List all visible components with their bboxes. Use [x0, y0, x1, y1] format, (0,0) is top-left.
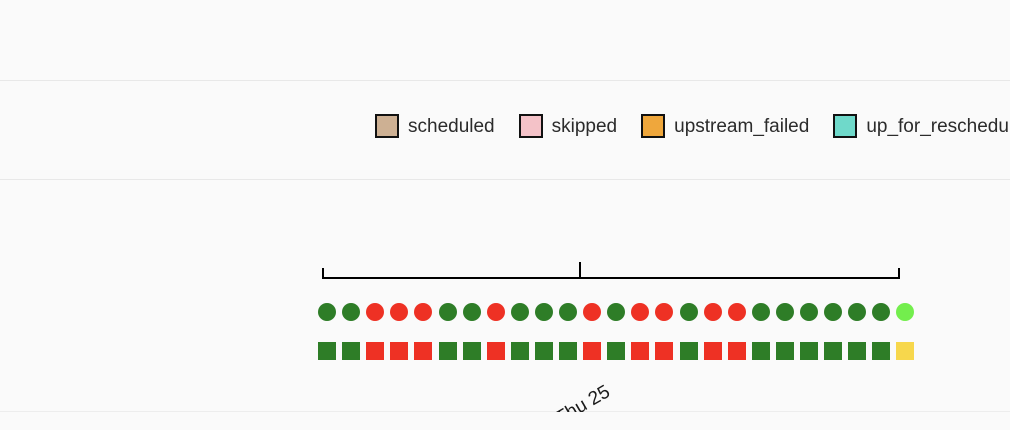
legend-item-skipped[interactable]: skipped: [518, 114, 618, 138]
marker-square-failed[interactable]: [631, 342, 649, 360]
marker-circle-success[interactable]: [559, 303, 577, 321]
marker-circle-success[interactable]: [318, 303, 336, 321]
marker-circle-failed[interactable]: [390, 303, 408, 321]
marker-square-failed[interactable]: [728, 342, 746, 360]
legend-swatch-upstream-failed-icon: [641, 114, 666, 138]
marker-square-success[interactable]: [342, 342, 360, 360]
marker-square-success[interactable]: [824, 342, 842, 360]
marker-square-failed[interactable]: [414, 342, 432, 360]
marker-circle-success[interactable]: [824, 303, 842, 321]
legend-item-upstream-failed[interactable]: upstream_failed: [641, 114, 809, 138]
marker-circle-failed[interactable]: [583, 303, 601, 321]
bottom-strip: [0, 412, 1010, 426]
marker-square-failed[interactable]: [583, 342, 601, 360]
marker-circle-success[interactable]: [342, 303, 360, 321]
marker-square-failed[interactable]: [704, 342, 722, 360]
marker-square-success[interactable]: [872, 342, 890, 360]
marker-circle-failed[interactable]: [631, 303, 649, 321]
marker-square-queued[interactable]: [896, 342, 914, 360]
legend-item-up-for-reschedule[interactable]: up_for_reschedule: [833, 114, 1010, 138]
marker-circle-success[interactable]: [872, 303, 890, 321]
marker-circle-success[interactable]: [680, 303, 698, 321]
legend-item-scheduled[interactable]: scheduled: [375, 114, 495, 138]
marker-square-success[interactable]: [607, 342, 625, 360]
marker-circle-failed[interactable]: [655, 303, 673, 321]
legend-label: skipped: [551, 115, 618, 137]
marker-circle-success[interactable]: [776, 303, 794, 321]
marker-square-failed[interactable]: [390, 342, 408, 360]
legend-panel: scheduled skipped upstream_failed up_for_re…: [0, 81, 1010, 180]
marker-circle-success[interactable]: [607, 303, 625, 321]
marker-square-success[interactable]: [848, 342, 866, 360]
top-toolbar-area: [0, 0, 1010, 81]
marker-circle-failed[interactable]: [414, 303, 432, 321]
legend: scheduled skipped upstream_failed up_for_re…: [375, 114, 1010, 138]
legend-swatch-scheduled-icon: [375, 114, 399, 138]
marker-square-success[interactable]: [752, 342, 770, 360]
marker-square-failed[interactable]: [487, 342, 505, 360]
marker-square-success[interactable]: [680, 342, 698, 360]
marker-circle-success[interactable]: [463, 303, 481, 321]
marker-circle-success[interactable]: [439, 303, 457, 321]
marker-circle-success[interactable]: [511, 303, 529, 321]
marker-circle-success[interactable]: [848, 303, 866, 321]
legend-label: upstream_failed: [674, 115, 810, 137]
marker-square-success[interactable]: [535, 342, 553, 360]
marker-circle-failed[interactable]: [728, 303, 746, 321]
legend-swatch-up-for-reschedule-icon: [833, 114, 858, 138]
marker-circle-success[interactable]: [800, 303, 818, 321]
legend-label: scheduled: [408, 115, 495, 137]
marker-circle-failed[interactable]: [366, 303, 384, 321]
marker-square-failed[interactable]: [366, 342, 384, 360]
marker-square-success[interactable]: [800, 342, 818, 360]
legend-label: up_for_reschedule: [866, 115, 1010, 137]
legend-swatch-skipped-icon: [518, 114, 543, 138]
marker-circle-failed[interactable]: [487, 303, 505, 321]
marker-circle-success[interactable]: [752, 303, 770, 321]
marker-square-failed[interactable]: [655, 342, 673, 360]
marker-circle-success[interactable]: [535, 303, 553, 321]
marker-square-success[interactable]: [776, 342, 794, 360]
x-axis-bracket: [322, 262, 900, 279]
chart-panel: Thu 25: [0, 180, 1010, 429]
marker-circle-failed[interactable]: [704, 303, 722, 321]
marker-square-success[interactable]: [439, 342, 457, 360]
marker-square-success[interactable]: [511, 342, 529, 360]
marker-circle-running[interactable]: [896, 303, 914, 321]
marker-square-success[interactable]: [318, 342, 336, 360]
marker-square-success[interactable]: [463, 342, 481, 360]
marker-square-success[interactable]: [559, 342, 577, 360]
